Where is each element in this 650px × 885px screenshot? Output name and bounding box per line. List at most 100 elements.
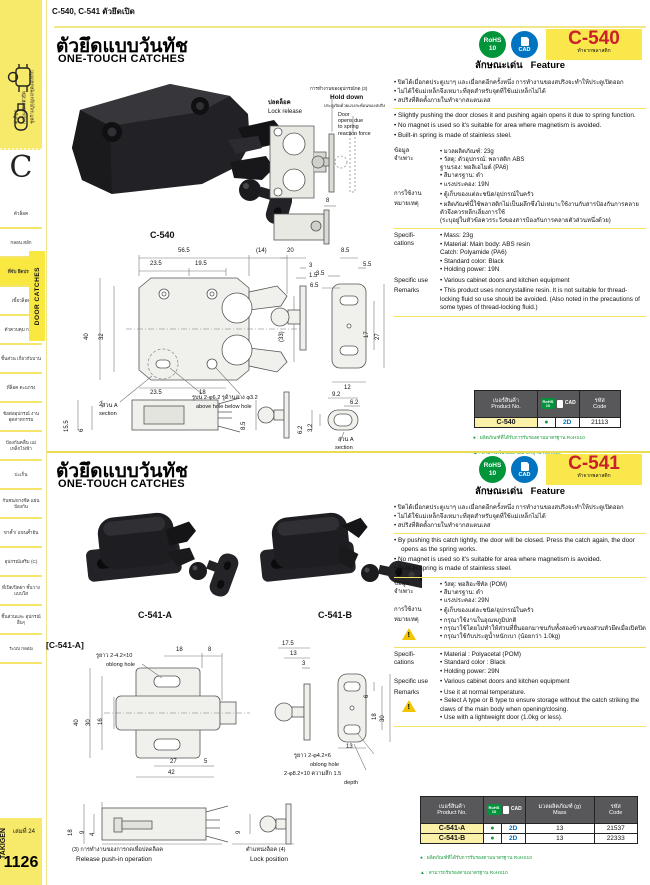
content-frame-top bbox=[54, 26, 646, 28]
feature-bullet: • ไม่ได้ใช้แม่เหล็กจึงเหมาะที่สุดสำหรับจ… bbox=[394, 514, 546, 521]
divider bbox=[394, 576, 646, 578]
dim-label: 3.2 bbox=[308, 423, 314, 432]
dim-label: 8 bbox=[208, 647, 212, 653]
lock-release-label-en: Lock release bbox=[268, 109, 303, 115]
dim-label: 23.5 bbox=[150, 390, 162, 396]
product-mass: 13 bbox=[524, 822, 595, 834]
cad-badge: CAD bbox=[511, 456, 538, 483]
catalog-volume: เล่มที่ 24 bbox=[13, 829, 35, 835]
divider bbox=[394, 533, 646, 535]
operation-diagram-c541: 18 9 4 9 (3) การทำงานของการกดเพื่อปลดล็อ… bbox=[44, 792, 344, 872]
oblong-hole-label-en: oblong hole bbox=[106, 662, 135, 668]
sidebar-item-industrial-joints[interactable]: ข้อต่ออุปกรณ์ งานอุตสาหกรรม bbox=[0, 403, 42, 432]
oblong-hole-label-thai: รูยาว 2-4.2×10 bbox=[96, 653, 133, 659]
sidebar-item-stays[interactable]: ขาค้ำ/ แขนค้ำยัน bbox=[0, 519, 42, 548]
spec-row: หมายเหตุ• ผลิตภัณฑ์นี้ใช้พลาสติกไม่เป็นผ… bbox=[394, 200, 639, 224]
dim-label: (33) bbox=[279, 331, 285, 342]
spec-row: Specific use• Various cabinet doors and … bbox=[394, 678, 570, 686]
dim-label: 17.5 bbox=[282, 641, 294, 647]
dim-label: 5.5 bbox=[363, 262, 372, 268]
section-separator bbox=[47, 451, 650, 453]
section-a-label-thai: ส่วน A bbox=[102, 403, 118, 409]
product-code: 22333 bbox=[593, 832, 638, 844]
sidebar-item-gaskets[interactable]: ปะเก็น bbox=[0, 461, 42, 490]
sidebar-item-latch-systems[interactable]: ระบบ กลอน bbox=[0, 635, 42, 664]
divider bbox=[394, 725, 646, 727]
section2-title-en: ONE-TOUCH CATCHES bbox=[58, 478, 185, 490]
operation-diagram-c540: ปลดล็อค Lock release การทำงานของอุปกรณ์ก… bbox=[266, 86, 398, 248]
dim-label: 6 bbox=[79, 428, 85, 432]
dim-label: 8.5 bbox=[241, 421, 247, 430]
sidebar-item-bumpers[interactable]: กันชน/ยางซีล แผ่นป้องกัน bbox=[0, 490, 42, 519]
section1-title-thai: ตัวยึดแบบวันทัช bbox=[56, 36, 188, 57]
dim-label: 15.5 bbox=[64, 420, 70, 432]
product-photo-c540 bbox=[72, 84, 292, 225]
plate-depth-label-en: depth bbox=[344, 780, 358, 786]
hole-label-thai: รูบน 2-φ6.2 รูด้านล่าง φ3.2 bbox=[192, 395, 258, 401]
divider bbox=[394, 108, 646, 110]
dim-label: 27 bbox=[170, 759, 177, 765]
section2-title-thai: ตัวยึดแบบวันทัช bbox=[56, 461, 188, 482]
product-photo-c541b bbox=[260, 512, 422, 589]
variant-heading: [C-541-A] bbox=[46, 640, 84, 650]
rohs-mini-icon: RoHS 10 bbox=[487, 804, 501, 816]
product-no: C-541-B bbox=[420, 832, 484, 844]
lock-position-label-en: Lock position bbox=[250, 856, 288, 863]
divider bbox=[394, 228, 646, 230]
divider bbox=[394, 315, 646, 317]
door-opens-label-en: Door opens due to spring reaction force bbox=[338, 112, 371, 137]
sidebar-item-clear-covers[interactable]: ที่เปิด/ปิดฝา ชั้นวางแบบใส bbox=[0, 577, 42, 606]
dim-label: 6.5 bbox=[310, 283, 319, 289]
col-product: เบอร์สินค้า Product No. bbox=[420, 796, 484, 824]
spec-row: Specifi- cations• Material : Polyacetal … bbox=[394, 650, 521, 675]
release-op-label-thai: (3) การทำงานของการกดเพื่อปลดล็อค bbox=[72, 847, 164, 853]
feature-bullet: • สปริงที่ติดตั้งภายในทำจากสแตนเลส bbox=[394, 523, 491, 530]
footer-block: TAKIGEN เล่มที่ 24 1126 bbox=[0, 818, 42, 885]
spec-row: หมายเหตุ • กรุณาใช้งานในอุณหภูมิปกติ • ก… bbox=[394, 617, 646, 644]
spec-row: Remarks • Use it at normal temperature. … bbox=[394, 689, 646, 723]
sidebar-item-accessories[interactable]: อุปกรณ์เสริม (C) bbox=[0, 548, 42, 577]
dim-label: 30 bbox=[380, 715, 386, 722]
spec-row: ข้อมูล จำเพาะ• มวลผลิตภัณฑ์: 23g • วัสดุ… bbox=[394, 148, 525, 188]
sidebar-item-other-parts[interactable]: ชิ้นส่วนและ อุปกรณ์อื่นๆ bbox=[0, 606, 42, 635]
warning-icon bbox=[402, 699, 416, 712]
col-product: เบอร์สินค้า Product No. bbox=[474, 390, 538, 418]
door-catches-tab-label: DOOR CATCHES bbox=[33, 266, 41, 326]
feature-bullet: • No magnet is used so it's suitable for… bbox=[394, 555, 602, 563]
cad-doc-mini-icon bbox=[556, 398, 564, 408]
dim-label: 18 bbox=[372, 713, 378, 720]
hold-down-label: Hold down bbox=[330, 94, 364, 101]
sidebar-item-grating-locks[interactable]: ที่ล็อค ตะแกรง bbox=[0, 374, 42, 403]
sidebar-item-locks[interactable]: ตัวล็อค bbox=[0, 200, 42, 229]
page-header: C-540, C-541 ตัวยึดเปิด bbox=[52, 7, 135, 16]
section-a-label-en: section bbox=[99, 411, 117, 417]
dim-label: 3 bbox=[309, 263, 313, 269]
sidebar-item-door-parts[interactable]: ชิ้นส่วน เกี่ยวกับบาน bbox=[0, 345, 42, 374]
feature-bullet: • Slightly pushing the door closes it an… bbox=[394, 112, 636, 120]
dim-label: 18 bbox=[176, 647, 183, 653]
dim-label: 6 bbox=[364, 694, 370, 698]
rohs-badge: RoHS 10 bbox=[479, 456, 506, 483]
section-a2-label-en: section bbox=[335, 445, 353, 451]
plate-hole-label-en: oblong hole bbox=[310, 762, 339, 768]
cad-doc-icon bbox=[520, 460, 530, 471]
col-code: รหัส Code bbox=[578, 390, 621, 418]
spec-row: ข้อมูล จำเพาะ• วัสดุ: พอลิอะซีทัล (POM) … bbox=[394, 580, 508, 605]
dim-label: 1.5 bbox=[309, 273, 318, 279]
sidebar-item-emi-shield[interactable]: ป้องกันคลื่น แม่เหล็กไฟฟ้า bbox=[0, 432, 42, 461]
dim-label: 12 bbox=[344, 385, 351, 391]
spec-row: การใช้งาน• ตู้เก็บของแต่ละชนิด/อุปกรณ์ใน… bbox=[394, 190, 534, 198]
latch-icon bbox=[14, 103, 28, 131]
spec-row: Remarks• This product uses noncrystallin… bbox=[394, 287, 640, 312]
release-op-label-en: Release push-in operation bbox=[76, 856, 152, 863]
dim-label: 3.5 bbox=[316, 271, 325, 277]
product-no: C-541-A bbox=[420, 822, 484, 834]
dim-label: 42 bbox=[168, 770, 175, 776]
door-catches-tab[interactable]: DOOR CATCHES bbox=[29, 251, 45, 341]
